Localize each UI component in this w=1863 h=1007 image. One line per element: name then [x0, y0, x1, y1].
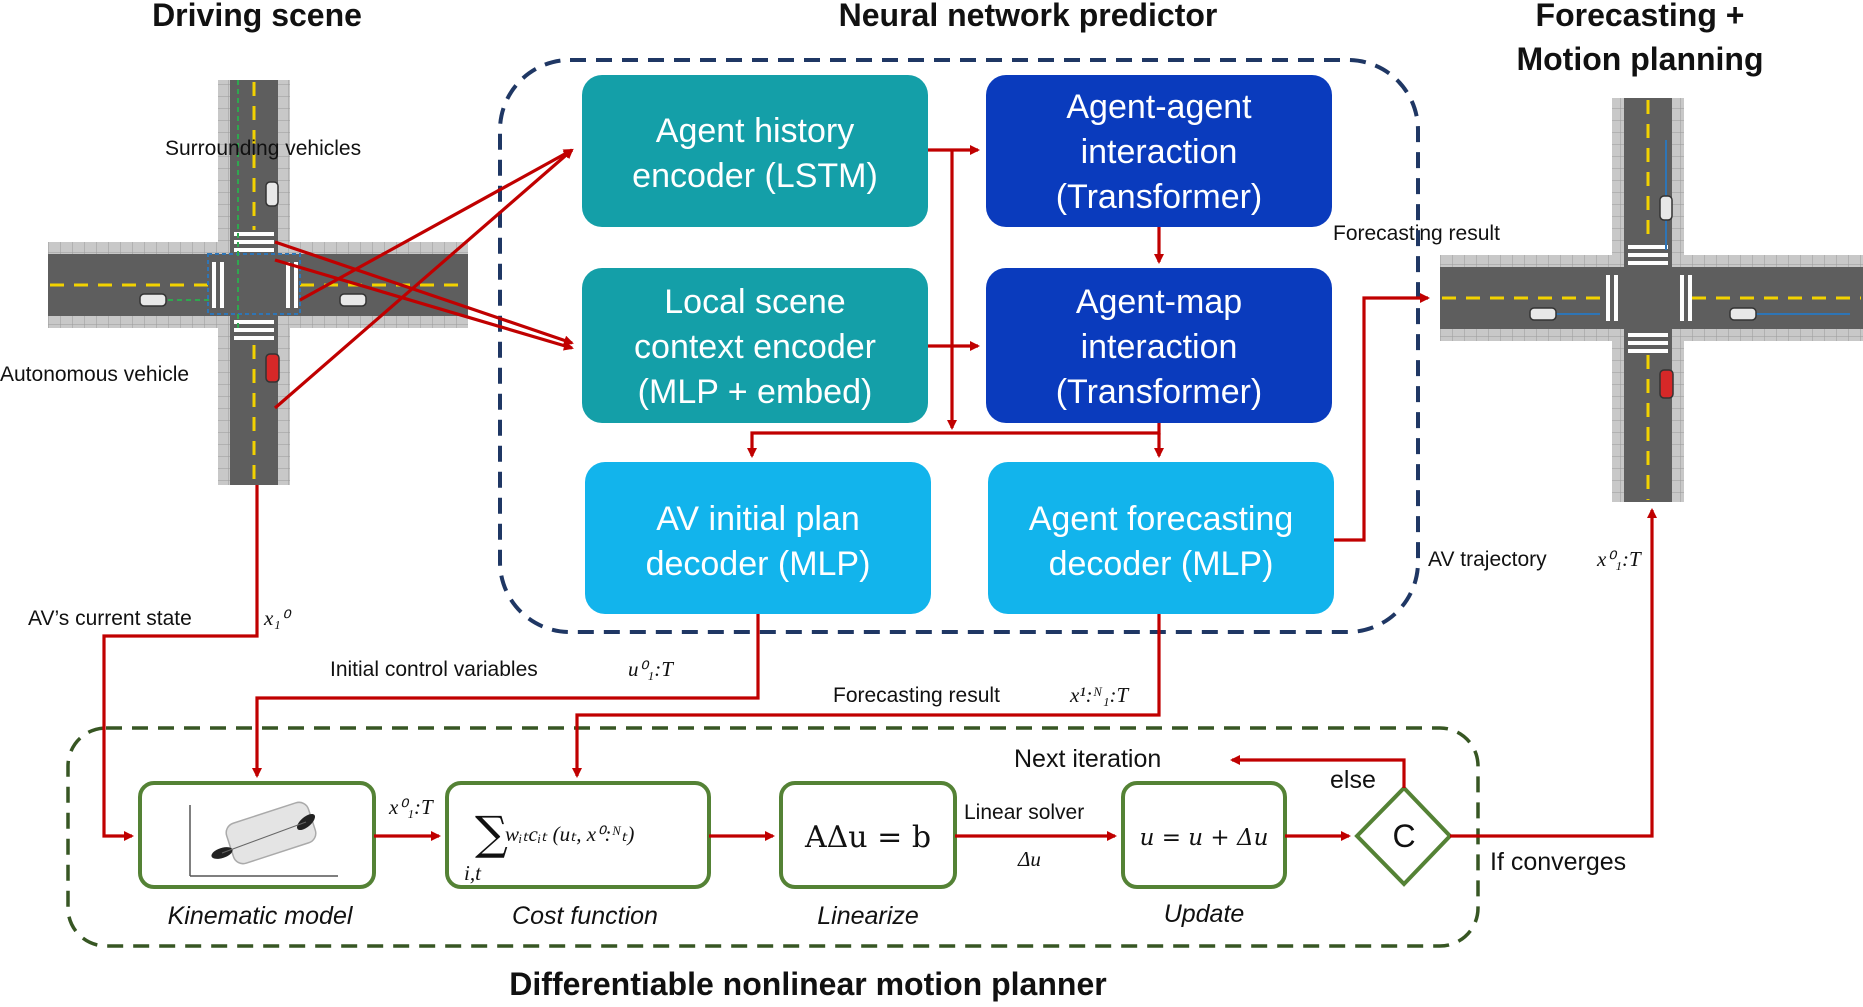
agent-map-line1: Agent-map — [1076, 283, 1242, 321]
scene-encoder-line1: Local scene — [664, 283, 845, 321]
cost-function-label: Cost function — [512, 902, 658, 930]
else-label: else — [1330, 766, 1376, 794]
arrow-av-to-history-encoder — [273, 148, 574, 410]
plan-decoder-line1: AV initial plan — [656, 500, 860, 538]
current-state-label: AV’s current state — [28, 607, 192, 630]
autonomous-vehicle-label: Autonomous vehicle — [0, 363, 189, 386]
convergence-check-diamond: C — [1354, 785, 1453, 887]
initial-control-math: u⁰₁:T — [628, 657, 674, 681]
forecast-vehicle-2 — [1529, 307, 1557, 321]
arrow-scene-to-scene-encoder-1 — [274, 240, 574, 346]
cost-formula: wᵢₜcᵢₜ (uₜ, x⁰:ᴺₜ) — [505, 822, 634, 846]
arrow-forecast-to-cost — [572, 614, 1161, 778]
arrow-forecast-to-scene — [1334, 293, 1430, 542]
arrow-vehicle-to-history-encoder — [299, 148, 574, 302]
forecast-decoder-line1: Agent forecasting — [1029, 500, 1294, 538]
av-plan-decoder-box: AV initial plan decoder (MLP) — [585, 462, 931, 614]
forecast-vehicle-1 — [1659, 195, 1673, 221]
cost-function-box: ∑ i,t wᵢₜcᵢₜ (uₜ, x⁰:ᴺₜ) — [445, 781, 711, 889]
forecast-result-label: Forecasting result — [833, 684, 1000, 707]
history-encoder-line1: Agent history — [656, 112, 854, 150]
delta-u-label: Δu — [1017, 847, 1041, 871]
agent-map-interaction-box: Agent-map interaction (Transformer) — [986, 268, 1332, 423]
forecast-intersection — [1440, 98, 1863, 502]
current-state-math: x₁⁰ — [263, 606, 293, 630]
forecast-planning-title-line1: Forecasting + — [1536, 0, 1745, 33]
arrow-converges-to-trajectory — [1450, 508, 1657, 838]
av-trajectory-label: AV trajectory — [1428, 548, 1547, 571]
local-scene-encoder-box: Local scene context encoder (MLP + embed… — [582, 268, 928, 423]
agent-map-line3: (Transformer) — [1056, 373, 1263, 411]
kinematic-model-box — [138, 781, 376, 889]
scene-encoder-line2: context encoder — [634, 328, 876, 366]
sum-symbol: ∑ — [475, 806, 508, 860]
plan-decoder-line2: decoder (MLP) — [646, 545, 871, 583]
forecast-planning-title-line2: Motion planning — [1516, 41, 1763, 77]
scene-encoder-line3: (MLP + embed) — [638, 373, 873, 411]
linearize-formula: AΔu = b — [804, 820, 931, 855]
linear-solver-label: Linear solver — [964, 801, 1084, 824]
forecast-av-car — [1659, 369, 1674, 399]
surrounding-vehicle-1 — [265, 181, 279, 207]
surrounding-vehicle-3 — [339, 293, 367, 307]
linearize-label: Linearize — [817, 902, 918, 930]
agent-agent-line2: interaction — [1081, 133, 1238, 171]
surrounding-vehicles-label: Surrounding vehicles — [165, 137, 361, 160]
agent-map-line2: interaction — [1081, 328, 1238, 366]
planner-title: Differentiable nonlinear motion planner — [509, 966, 1106, 1002]
update-box: u = u + Δu — [1121, 781, 1287, 889]
next-iteration-label: Next iteration — [1014, 745, 1161, 773]
forecast-decoder-line2: decoder (MLP) — [1049, 545, 1274, 583]
driving-scene-title: Driving scene — [152, 0, 362, 33]
agent-agent-interaction-box: Agent-agent interaction (Transformer) — [986, 75, 1332, 227]
state-trajectory-math: x⁰₁:T — [388, 795, 434, 819]
if-converges-label: If converges — [1490, 848, 1626, 876]
agent-agent-line3: (Transformer) — [1056, 178, 1263, 216]
arrow-initial-control — [252, 614, 760, 778]
forecast-result-math: x¹:ᴺ₁:T — [1069, 683, 1130, 707]
arrow-next-iteration — [1230, 755, 1406, 788]
arrows — [102, 145, 1657, 841]
agent-history-encoder-box: Agent history encoder (LSTM) — [582, 75, 928, 227]
arrow-to-plan-decoder — [747, 423, 1161, 458]
nn-predictor-frame — [498, 58, 1420, 634]
update-label: Update — [1164, 900, 1245, 928]
forecast-vehicle-3 — [1729, 307, 1757, 321]
kinematic-model-label: Kinematic model — [168, 902, 354, 930]
arrow-scene-to-scene-encoder-2 — [274, 258, 574, 351]
linearize-box: AΔu = b — [779, 781, 957, 889]
autonomous-vehicle-car — [265, 353, 280, 383]
initial-control-label: Initial control variables — [330, 658, 538, 681]
update-formula: u = u + Δu — [1140, 825, 1269, 851]
surrounding-vehicle-2 — [139, 293, 167, 307]
nn-predictor-title: Neural network predictor — [839, 0, 1218, 33]
convergence-symbol: C — [1392, 818, 1415, 854]
agent-forecasting-decoder-box: Agent forecasting decoder (MLP) — [988, 462, 1334, 614]
arrow-current-state — [102, 485, 259, 841]
av-trajectory-math: x⁰₁:T — [1596, 547, 1642, 571]
history-encoder-line2: encoder (LSTM) — [632, 157, 878, 195]
agent-agent-line1: Agent-agent — [1066, 88, 1252, 126]
sum-subscript: i,t — [464, 861, 482, 885]
kinematic-bicycle-icon — [189, 801, 338, 877]
